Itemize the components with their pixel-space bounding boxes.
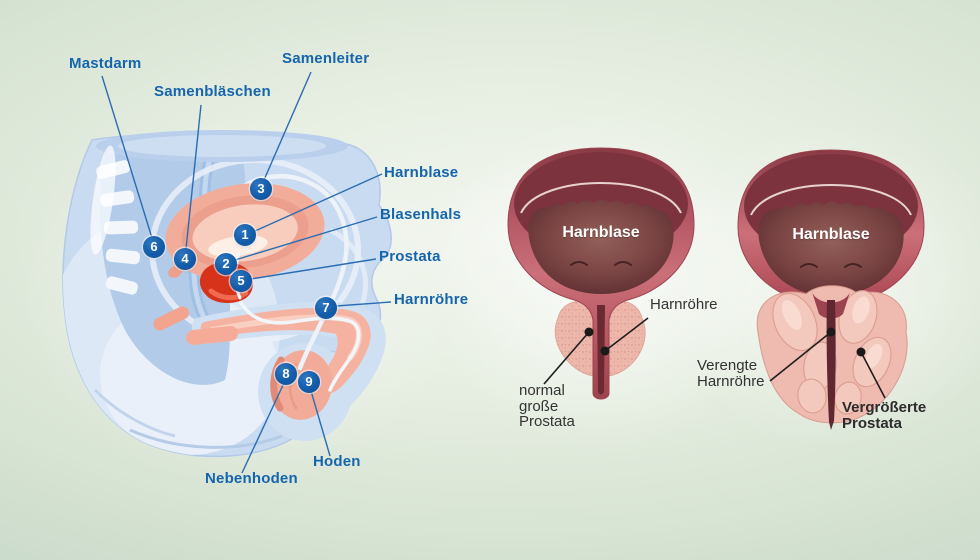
marker-8-nebenhoden: 8 [275,363,297,385]
bladder-enlarged-prostate-illustration [737,149,925,430]
marker-4-samenblaeschen: 4 [174,248,196,270]
label-harnblase-enlarged: Harnblase [792,226,870,243]
pointer-dot [600,346,610,356]
label-line: Verengte [697,357,758,374]
label-line: große [519,397,559,415]
marker-7-harnroehre: 7 [315,297,337,319]
marker-3-samenleiter: 3 [250,178,272,200]
leader-lines-right [543,317,886,399]
label-line: normal [519,382,565,399]
marker-2-blasenhals: 2 [215,253,237,275]
label-line: Prostata [519,413,575,430]
label-hoden: Hoden [313,453,361,470]
label-harnblase-normal: Harnblase [562,224,640,241]
label-normal-prostata: normal große Prostata [519,383,575,430]
label-blasenhals: Blasenhals [380,206,462,223]
label-line: Vergrößerte [842,399,927,416]
label-harnroehre: Harnröhre [394,291,469,308]
label-samenleiter: Samenleiter [282,50,370,67]
label-prostata: Prostata [379,248,441,265]
leader-lines-left [101,71,392,474]
label-verengte-harnroehre: Verengte Harnröhre [697,358,765,389]
marker-9-hoden: 9 [298,371,320,393]
label-mastdarm: Mastdarm [69,55,142,72]
pointer-dot [826,327,836,337]
pointer-dot [856,347,866,357]
label-harnblase: Harnblase [384,164,459,181]
marker-1-harnblase: 1 [234,224,256,246]
label-line: Harnröhre [697,372,765,390]
label-nebenhoden: Nebenhoden [205,470,298,487]
label-vergroesserte-prostata: Vergrößerte Prostata [842,400,926,431]
pelvis-cross-section-illustration [62,130,392,458]
label-line: Prostata [842,414,903,432]
marker-6-mastdarm: 6 [143,236,165,258]
pointer-dot [584,327,594,337]
marker-5-prostata: 5 [230,270,252,292]
label-harnroehre-normal: Harnröhre [650,296,718,313]
bladder-normal-prostate-illustration [507,147,695,400]
label-samenblaeschen: Samenbläschen [154,83,271,100]
